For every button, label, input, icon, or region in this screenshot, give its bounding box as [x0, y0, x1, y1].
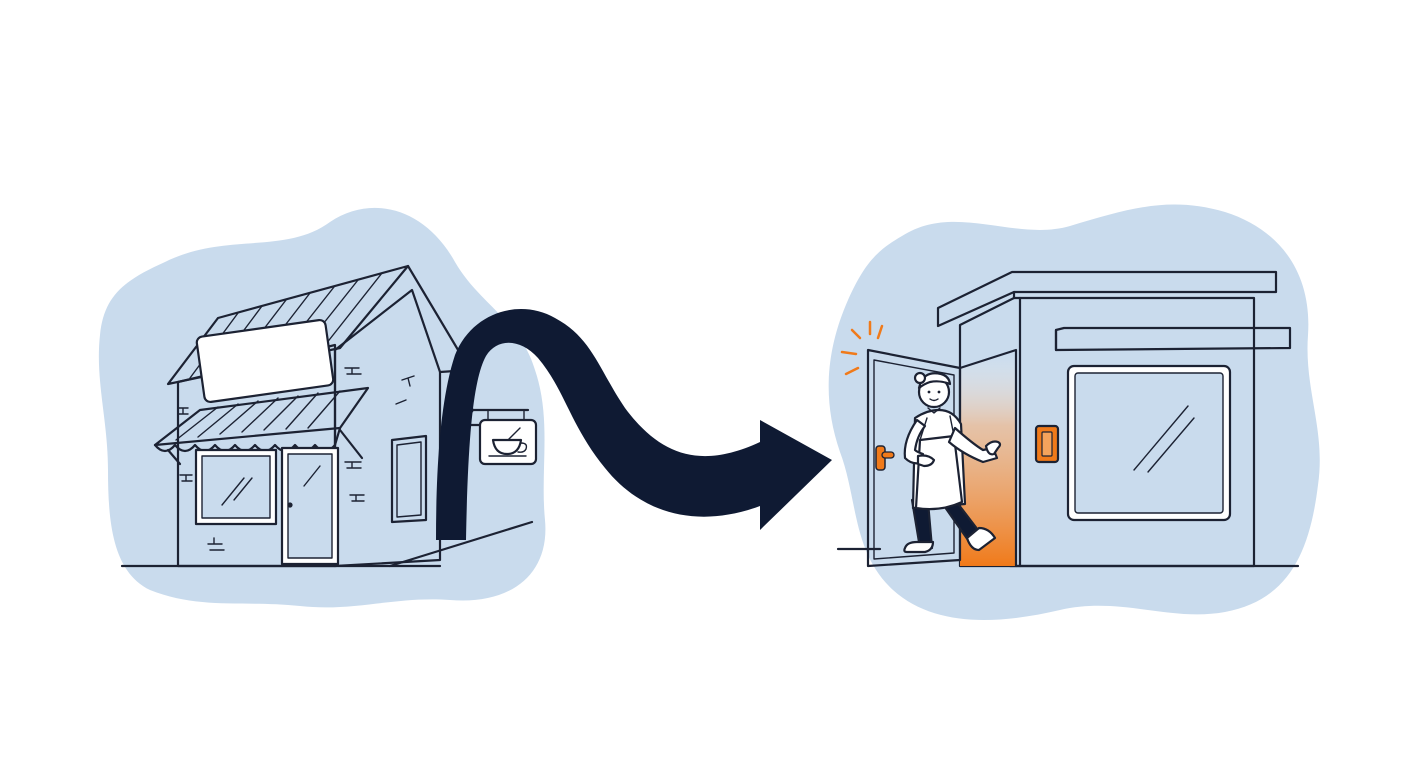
blank-sign-board	[195, 318, 335, 404]
left-street-line	[388, 520, 534, 568]
modern-building	[936, 270, 1292, 568]
waving-hand	[984, 440, 1002, 456]
door-handle-icon	[875, 445, 895, 471]
large-window	[1066, 364, 1232, 522]
shop-door	[280, 446, 340, 566]
hair-bun	[913, 371, 927, 385]
curved-arrow-icon	[436, 309, 832, 540]
sparkle-icon	[840, 320, 884, 376]
barista-person	[903, 371, 1002, 554]
right-scene	[828, 204, 1320, 620]
flat-roof	[936, 270, 1278, 328]
side-window	[390, 434, 428, 524]
orange-wall-panel	[1034, 424, 1060, 464]
open-door	[866, 348, 962, 568]
shop-window	[194, 448, 278, 526]
curved-arrow-shaft	[436, 309, 832, 540]
apron	[914, 434, 964, 511]
brick-marks	[177, 367, 415, 551]
hanging-coffee-sign	[466, 406, 538, 466]
left-scene	[98, 207, 546, 608]
coffee-cup-icon	[488, 427, 528, 457]
